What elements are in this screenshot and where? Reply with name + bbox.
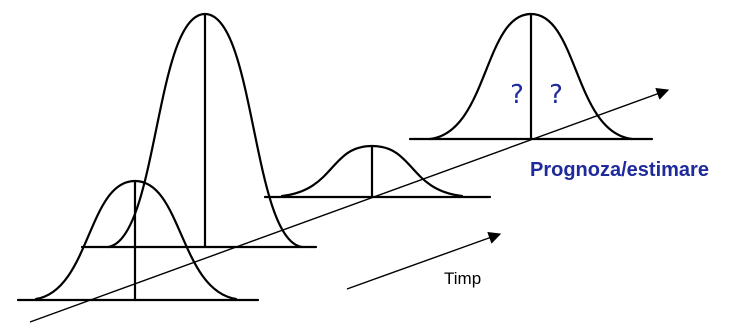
time-arrow: [346, 231, 502, 290]
distribution-1: [16, 179, 260, 302]
time-label: Timp: [444, 269, 481, 288]
time-axis-line: [29, 87, 670, 323]
distribution-2: [80, 12, 318, 249]
distribution-forecast: ? ?: [408, 12, 654, 141]
distribution-3: [263, 144, 492, 199]
question-mark-right: ?: [549, 80, 563, 110]
question-mark-left: ?: [510, 80, 524, 110]
forecast-label: Prognoza/estimare: [530, 159, 709, 181]
